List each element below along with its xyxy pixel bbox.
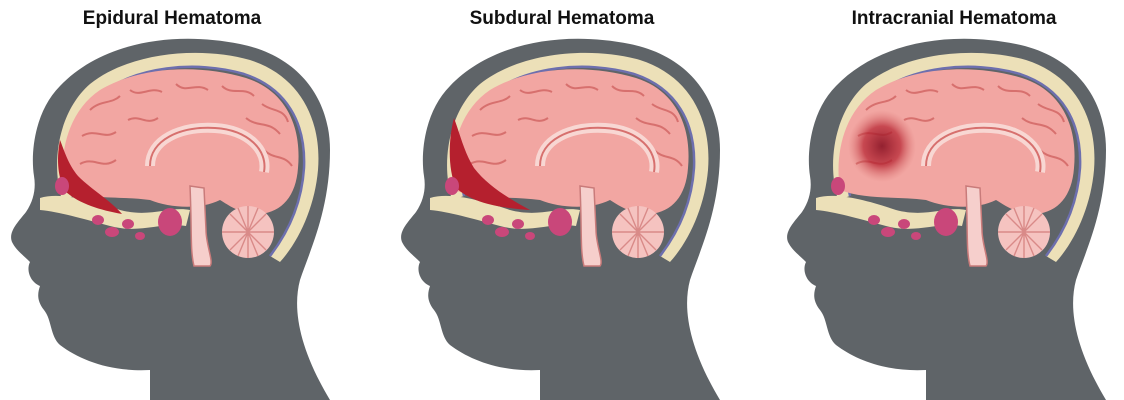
panel-epidural: Epidural Hematoma: [0, 0, 360, 400]
panel-intracranial: Intracranial Hematoma: [776, 0, 1124, 400]
hematoma: [848, 110, 916, 182]
cerebellum: [612, 206, 664, 258]
panel-subdural: Subdural Hematoma: [390, 0, 750, 400]
cerebellum: [222, 206, 274, 258]
head-illustration: [390, 0, 750, 400]
head-illustration: [776, 0, 1124, 400]
cerebellum: [998, 206, 1050, 258]
head-illustration: [0, 0, 360, 400]
